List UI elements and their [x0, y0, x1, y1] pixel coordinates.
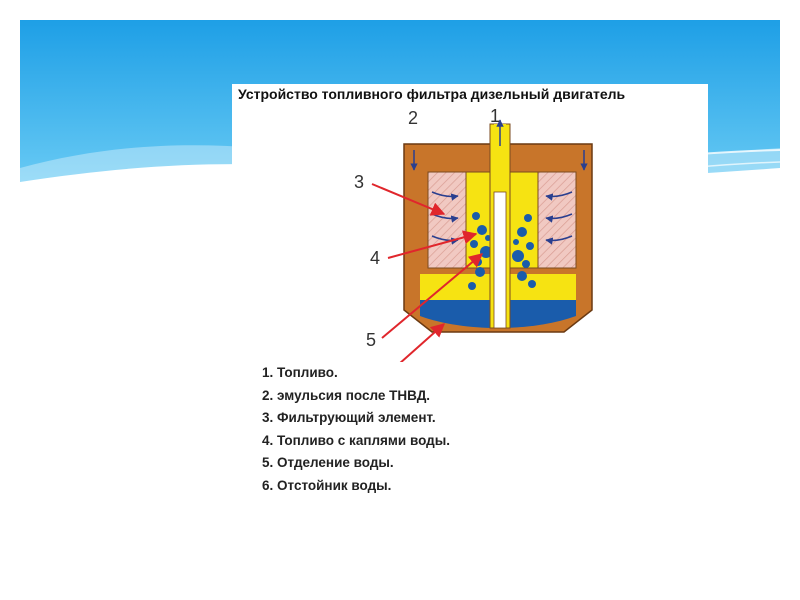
water-drops [468, 212, 536, 290]
legend-item: 5. Отделение воды. [262, 455, 394, 470]
label-1: 1 [490, 106, 500, 126]
diagram-figure: Устройство топливного фильтра дизельный … [232, 84, 708, 494]
legend-list: 1. Топливо. 2. эмульсия после ТНВД. 3. Ф… [262, 362, 450, 497]
leader-arrows [371, 183, 484, 362]
legend-item: 2. эмульсия после ТНВД. [262, 387, 431, 403]
legend-item: 4. Топливо с каплями воды. [262, 432, 451, 448]
label-5: 5 [366, 330, 376, 350]
fuel-filter-diagram: 1 2 3 4 5 6 [354, 106, 593, 362]
outlet-neck [494, 124, 506, 174]
legend-item: 6. Отстойник воды. [262, 477, 392, 493]
legend-item: 1. Топливо. [262, 365, 338, 380]
label-4: 4 [370, 248, 380, 268]
filter-element-right [537, 171, 577, 269]
label-2: 2 [408, 108, 418, 128]
legend-item: 3. Фильтрующий элемент. [262, 410, 436, 425]
central-tube-inner [493, 191, 507, 329]
figure-title: Устройство топливного фильтра дизельный … [238, 86, 626, 102]
label-3: 3 [354, 172, 364, 192]
filter-element-left [427, 171, 467, 269]
